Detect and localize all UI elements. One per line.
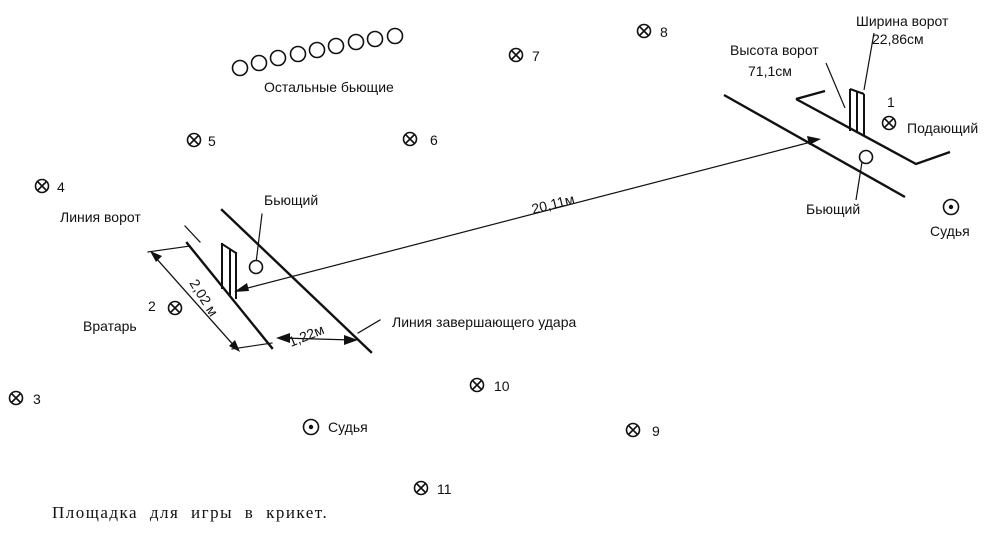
other-batsmen-label: Остальные бьющие [264, 79, 394, 95]
pitch-length-label: 20,11м [530, 191, 576, 217]
fielder-number-11: 11 [437, 481, 452, 497]
goal-width-title: Ширина ворот [856, 13, 949, 29]
fielder-7-marker [508, 47, 524, 63]
fielder-number-3: 3 [33, 391, 41, 407]
fielder-numbers: 1 2 3 4 5 6 7 8 9 10 11 [33, 24, 895, 497]
fielder-number-4: 4 [57, 179, 65, 195]
near-batsman-marker [248, 259, 264, 275]
fielder-number-1: 1 [887, 94, 895, 110]
fielder-9-marker [625, 422, 641, 438]
keeper-label: Вратарь [83, 318, 137, 334]
fielder-number-2: 2 [148, 298, 156, 314]
umpire-bottom-label: Судья [328, 419, 368, 435]
pitch-length-dimension [234, 136, 821, 292]
far-batsman-marker [858, 149, 874, 165]
fielder-number-9: 9 [652, 423, 660, 439]
far-end [723, 32, 951, 201]
fielder-number-6: 6 [430, 132, 438, 148]
finish-line-label: Линия завершающего удара [392, 314, 577, 330]
fielder-5-marker [186, 132, 202, 148]
umpire-right-label: Судья [930, 223, 970, 239]
goal-height-title: Высота ворот [730, 42, 819, 58]
fielder-6-marker [402, 131, 418, 147]
diagram-labels: Ширина ворот 22,86см Высота ворот 71,1см… [60, 13, 978, 350]
fielder-number-8: 8 [660, 24, 668, 40]
bowler-label: Подающий [907, 120, 978, 136]
fielder-number-10: 10 [494, 378, 510, 394]
goal-height-value: 71,1см [748, 63, 792, 79]
umpire-right-marker [942, 198, 960, 216]
umpire-bottom-marker [302, 418, 320, 436]
fielder-8-marker [636, 23, 652, 39]
figure-caption: Площадка для игры в крикет. [52, 503, 329, 522]
fielder-11-marker [413, 480, 429, 496]
fielders [8, 23, 897, 496]
fielder-3-marker [8, 390, 24, 406]
fielder-number-5: 5 [208, 133, 216, 149]
goal-width-value: 22,86см [872, 31, 924, 47]
crease-gap-label: 1,22м [286, 321, 326, 350]
goal-line-label: Линия ворот [60, 209, 141, 225]
fielder-4-marker [34, 178, 50, 194]
far-batsman-label: Бьющий [806, 201, 860, 217]
fielder-1-marker [881, 115, 897, 131]
near-end [147, 208, 381, 354]
waiting-batsmen [231, 27, 404, 77]
fielder-number-7: 7 [532, 48, 540, 64]
fielder-2-marker [167, 300, 183, 316]
fielder-10-marker [469, 377, 485, 393]
near-batsman-label: Бьющий [264, 192, 318, 208]
